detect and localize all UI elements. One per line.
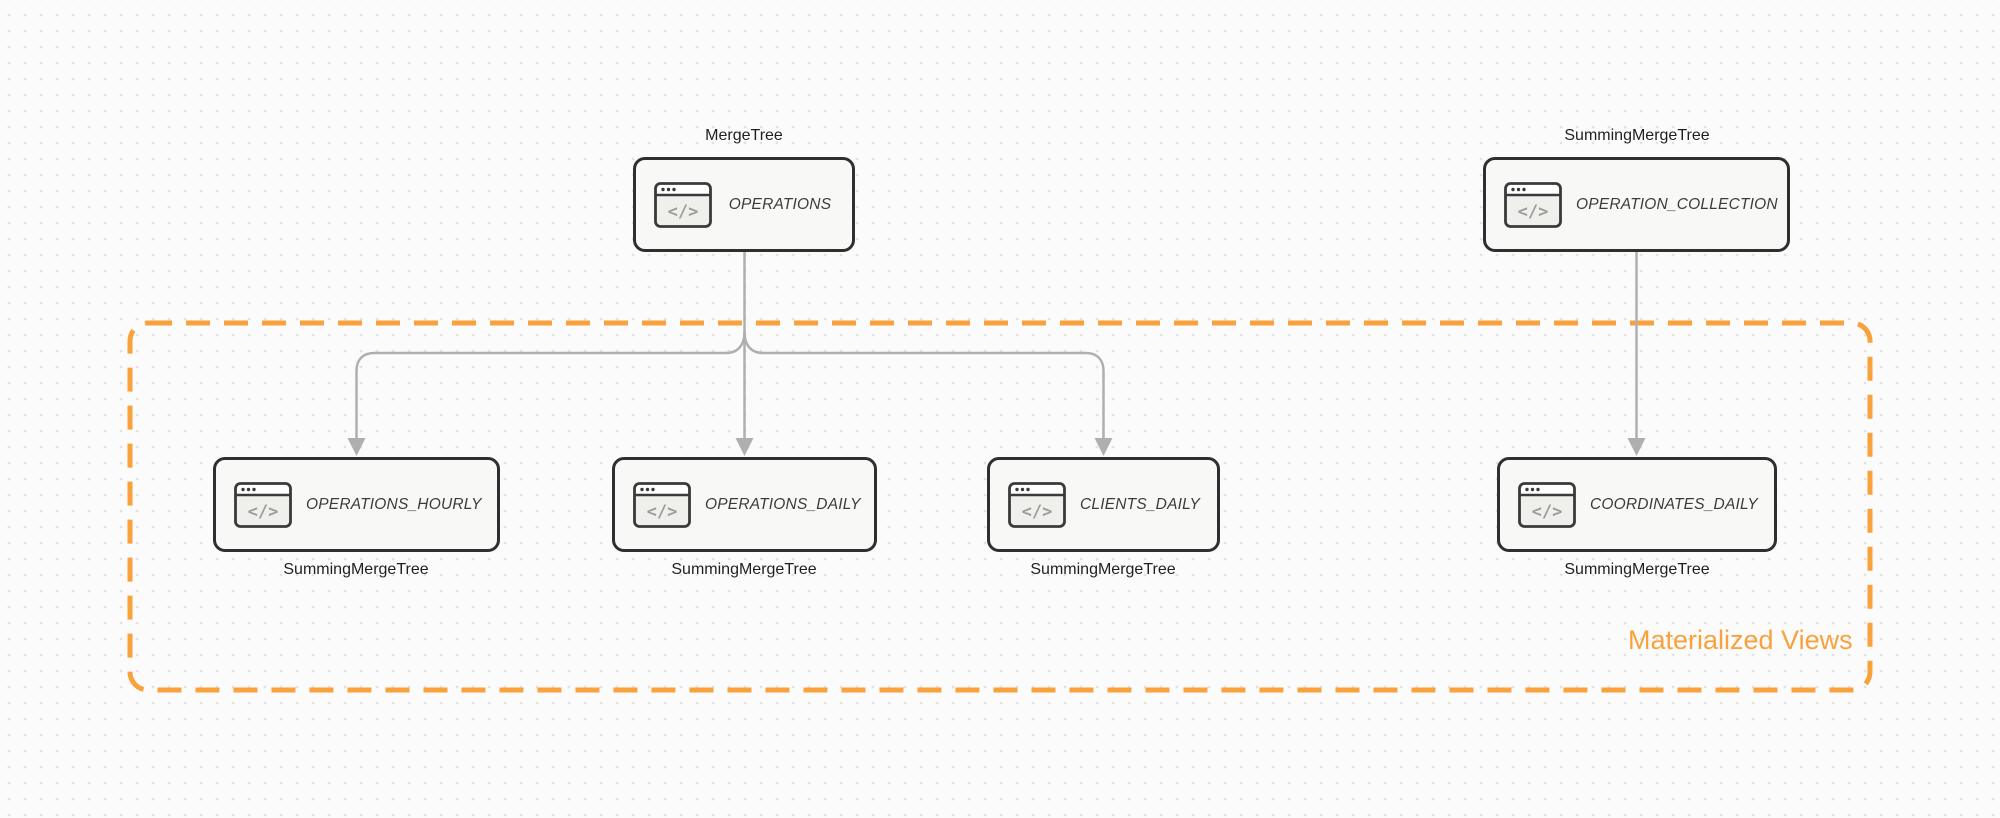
materialized-views-label[interactable]: Materialized Views	[1628, 625, 1853, 655]
svg-text:</>: </>	[647, 502, 678, 522]
engine-label-coordinates-daily: SummingMergeTree	[1564, 561, 1710, 578]
node-label: OPERATIONS	[728, 195, 832, 213]
code-browser-window-icon: </>	[234, 481, 292, 528]
node-operations-hourly[interactable]: </> OPERATIONS_HOURLY	[213, 457, 500, 552]
node-label: OPERATIONS_HOURLY	[306, 495, 482, 513]
materialized-views-frame[interactable]	[127, 320, 1873, 693]
engine-label-operations-daily: SummingMergeTree	[671, 561, 817, 578]
node-label: COORDINATES_DAILY	[1590, 495, 1758, 513]
node-clients-daily[interactable]: </> CLIENTS_DAILY	[987, 457, 1220, 552]
svg-text:</>: </>	[1532, 502, 1563, 522]
svg-text:</>: </>	[1022, 502, 1053, 522]
arrowhead-clients-daily	[1094, 438, 1113, 456]
code-browser-window-icon: </>	[1008, 481, 1066, 528]
svg-text:</>: </>	[1518, 202, 1549, 222]
code-browser-window-icon: </>	[1504, 181, 1562, 228]
svg-text:</>: </>	[668, 202, 699, 222]
engine-label-operations: MergeTree	[705, 127, 783, 144]
arrowhead-operations-daily	[735, 438, 754, 456]
arrowhead-operations-hourly	[347, 438, 366, 456]
node-label: OPERATION_COLLECTION	[1576, 195, 1778, 213]
node-label: CLIENTS_DAILY	[1080, 495, 1201, 513]
code-browser-window-icon: </>	[633, 481, 691, 528]
node-operation-collection[interactable]: </> OPERATION_COLLECTION	[1483, 157, 1790, 252]
edge-operations-to-operations-hourly	[355, 330, 746, 440]
code-browser-window-icon: </>	[654, 181, 712, 228]
node-coordinates-daily[interactable]: </> COORDINATES_DAILY	[1497, 457, 1777, 552]
node-label: OPERATIONS_DAILY	[705, 495, 861, 513]
edge-operations-to-clients-daily	[743, 330, 1105, 440]
arrowhead-coordinates-daily	[1627, 438, 1646, 456]
node-operations[interactable]: </> OPERATIONS	[633, 157, 855, 252]
svg-text:</>: </>	[248, 502, 279, 522]
engine-label-operations-hourly: SummingMergeTree	[283, 561, 429, 578]
code-browser-window-icon: </>	[1518, 481, 1576, 528]
engine-label-clients-daily: SummingMergeTree	[1030, 561, 1176, 578]
node-operations-daily[interactable]: </> OPERATIONS_DAILY	[612, 457, 877, 552]
engine-label-operation-collection: SummingMergeTree	[1564, 127, 1710, 144]
